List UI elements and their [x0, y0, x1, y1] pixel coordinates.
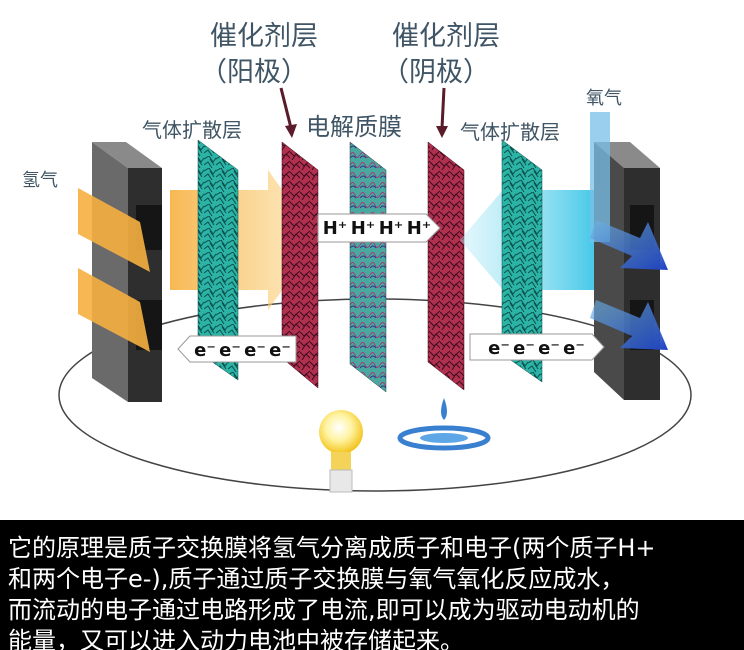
pointer-arrow-cathode [436, 126, 448, 138]
water-drop-icon [397, 398, 491, 451]
hydrogen-label: 氢气 [22, 170, 58, 191]
gas-diffusion-layer-right-label: 气体扩散层 [460, 120, 560, 144]
proton-label: H⁺ [378, 217, 404, 239]
caption-line: 和两个电子e-),质子通过质子交换膜与氧气氧化反应成水， [8, 565, 625, 593]
proton-arrow-box [317, 213, 441, 243]
electron-label: e⁻ [194, 339, 216, 361]
electron-label: e⁻ [269, 339, 291, 361]
catalyst-cathode-title: 催化剂层 [392, 21, 500, 52]
electrolyte-membrane [349, 141, 387, 393]
electron-labels-right: e⁻ e⁻ e⁻ e⁻ [488, 336, 588, 360]
caption-line: 而流动的电子通过电路形成了电流,即可以成为驱动电动机的 [8, 596, 640, 624]
hydrogen-inflow-arrows [78, 188, 150, 352]
fuel-cell-illustration [58, 87, 692, 493]
caption-line: 能量，又可以进入动力电池中被存储起来。 [8, 627, 464, 650]
proton-label: H⁺ [406, 217, 432, 239]
gas-diffusion-layer-left [197, 139, 239, 381]
membrane-label: 电解质膜 [306, 113, 402, 141]
proton-label: H⁺ [322, 217, 348, 239]
pointer-arrow-anode [285, 124, 297, 138]
catalyst-layer-anode [281, 141, 319, 389]
electron-label: e⁻ [538, 337, 560, 359]
left-bipolar-plate [92, 142, 162, 402]
caption-line: 它的原理是质子交换膜将氢气分离成质子和电子(两个质子H+ [8, 534, 656, 562]
electron-label: e⁻ [488, 337, 510, 359]
catalyst-anode-subtitle: （阳极） [200, 57, 308, 88]
catalyst-layer-cathode [427, 141, 465, 391]
electron-arrow-box-right [469, 333, 605, 361]
electron-label: e⁻ [563, 337, 585, 359]
gas-diffusion-layer-left-label: 气体扩散层 [142, 118, 242, 142]
catalyst-cathode-subtitle: （阴极） [382, 57, 490, 88]
catalyst-anode-title: 催化剂层 [210, 21, 318, 52]
electron-labels-left: e⁻ e⁻ e⁻ e⁻ [194, 338, 294, 362]
electron-arrow-box-left [177, 335, 297, 363]
electron-label: e⁻ [244, 339, 266, 361]
gas-diffusion-layer-right [501, 139, 543, 383]
electron-label: e⁻ [219, 339, 241, 361]
electron-label: e⁻ [513, 337, 535, 359]
oxygen-inlet [590, 112, 610, 242]
proton-labels: H⁺ H⁺ H⁺ H⁺ [322, 216, 432, 240]
oxygen-outflow-arrows [590, 220, 668, 350]
oxygen-label: 氧气 [586, 88, 622, 109]
fuel-cell-diagram: 催化剂层 （阳极） 催化剂层 （阴极） 气体扩散层 气体扩散层 电解质膜 氢气 … [22, 21, 692, 493]
caption-panel: 它的原理是质子交换膜将氢气分离成质子和电子(两个质子H+ 和两个电子e-),质子… [0, 520, 744, 650]
proton-label: H⁺ [350, 217, 376, 239]
light-bulb-icon [319, 410, 363, 493]
